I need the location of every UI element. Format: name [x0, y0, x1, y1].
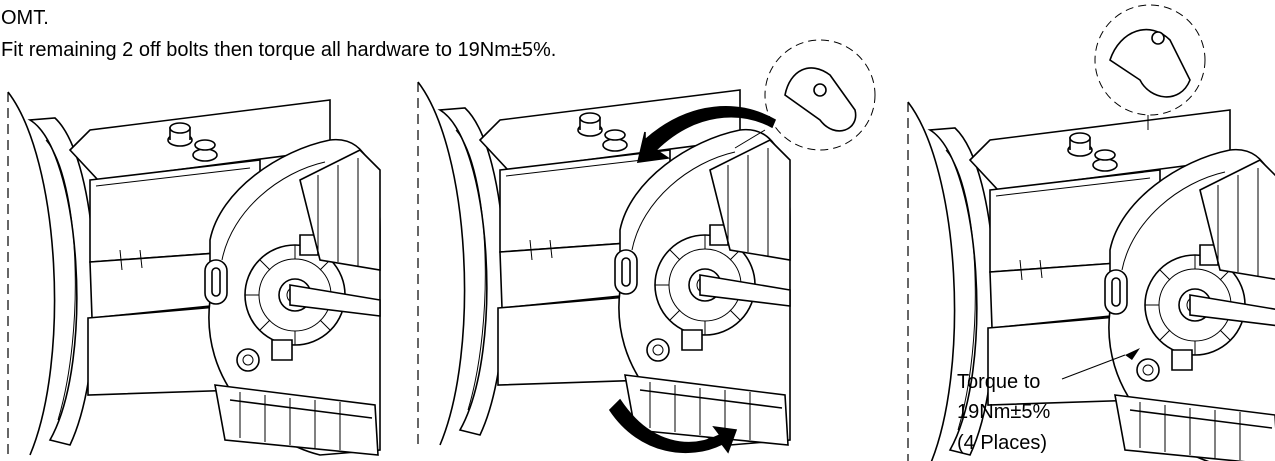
rotate-arrow-top	[636, 106, 777, 163]
callout-leader	[1061, 354, 1126, 380]
rotate-arrow-bottom	[608, 398, 738, 454]
callout-arrowhead	[1125, 348, 1140, 360]
panel-2-rotate	[417, 81, 791, 446]
torque-callout-line-3: (4 Places)	[957, 432, 1048, 454]
instruction-line-1: OMT.	[1, 7, 49, 29]
panel-1-initial	[7, 91, 381, 456]
torque-callout-line-2: 19Nm±5%	[957, 401, 1051, 423]
detail-view-2	[734, 39, 876, 151]
instruction-line-2: Fit remaining 2 off bolts then torque al…	[1, 39, 557, 61]
detail-view-3	[1094, 4, 1206, 130]
torque-callout-line-1: Torque to	[957, 371, 1041, 393]
